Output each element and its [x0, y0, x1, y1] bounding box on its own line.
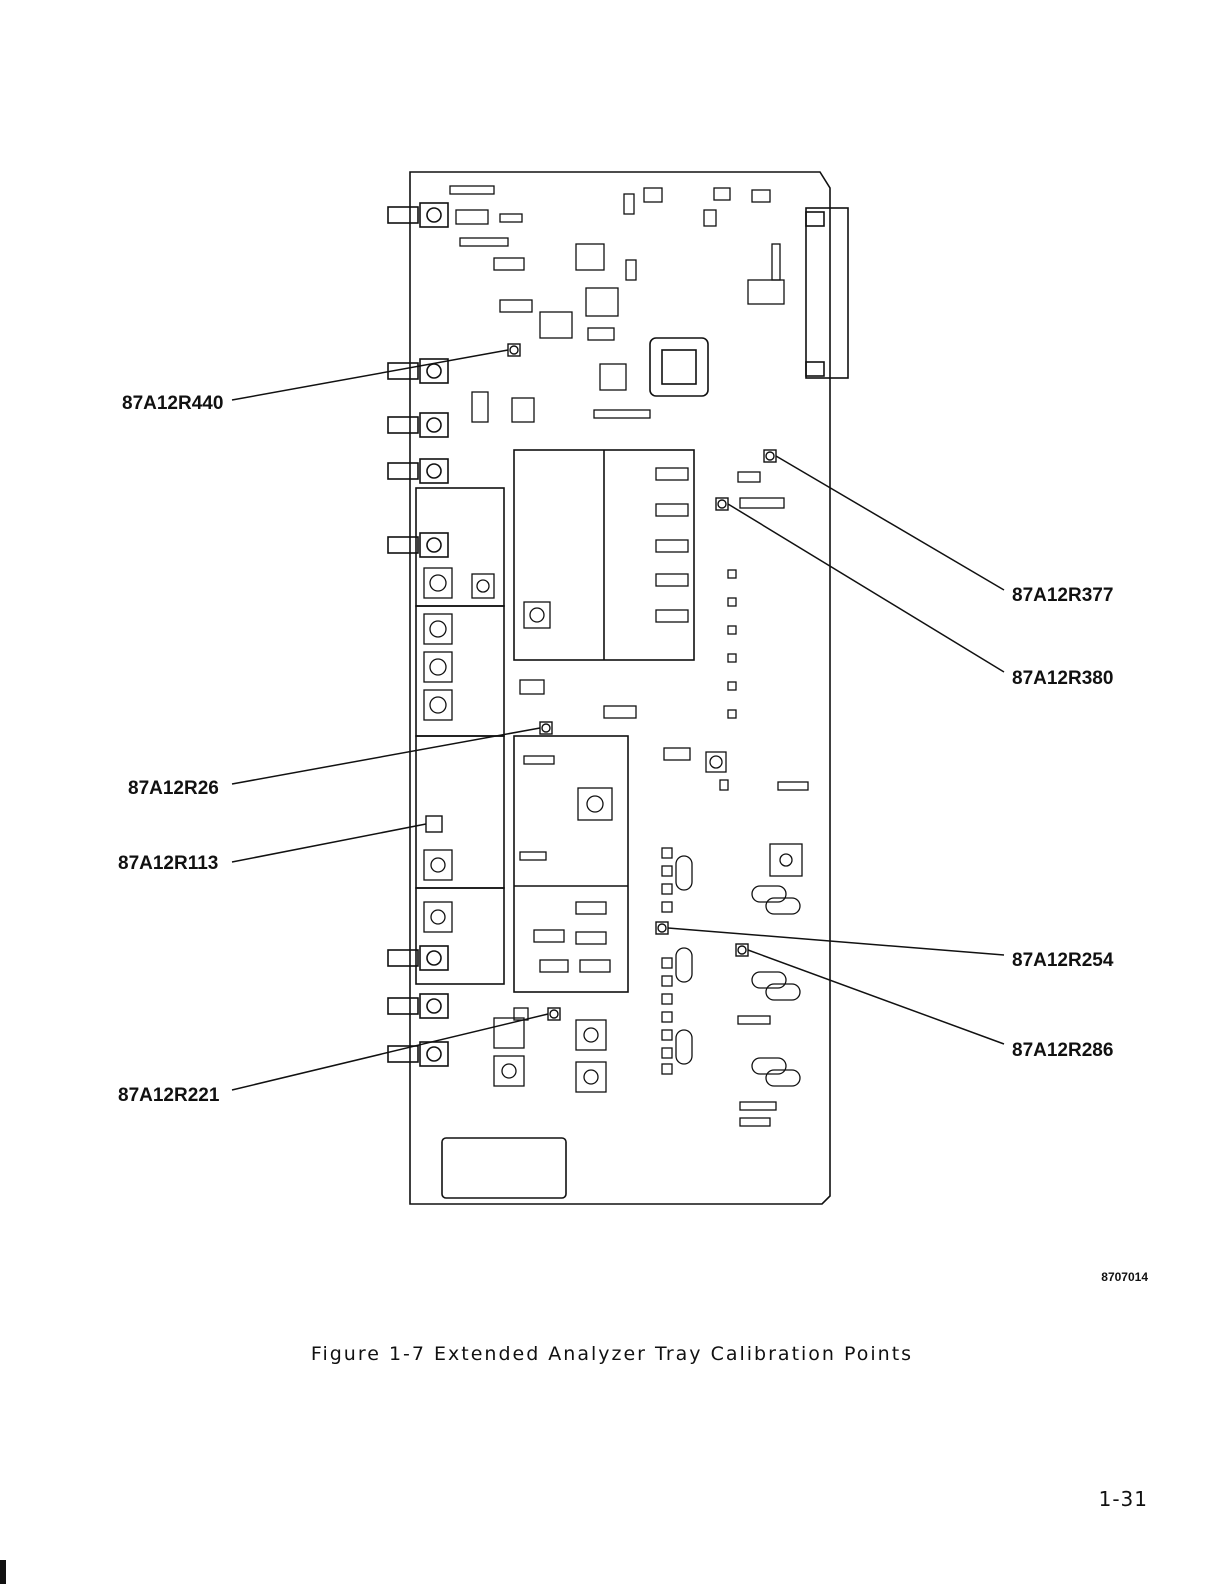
- callout-label-r26: 87A12R26: [128, 778, 219, 800]
- leader-lines: [232, 350, 1004, 1090]
- scan-edge-mark: [0, 1560, 6, 1584]
- callout-label-r440: 87A12R440: [122, 393, 223, 415]
- module-left-upper: [416, 488, 504, 606]
- callout-label-r380: 87A12R380: [1012, 668, 1113, 690]
- module-center-lower: [514, 736, 628, 992]
- edge-connector: [806, 208, 848, 378]
- calibration-points: [426, 344, 776, 1020]
- callout-label-r221: 87A12R221: [118, 1085, 219, 1107]
- page-number: 1-31: [1099, 1487, 1148, 1511]
- callout-label-r254: 87A12R254: [1012, 950, 1113, 972]
- large-ic: [650, 338, 708, 396]
- drawing-code: 8707014: [1101, 1270, 1148, 1284]
- board-outline: [410, 172, 830, 1204]
- components: [424, 186, 808, 1126]
- left-connectors: [388, 203, 448, 1066]
- callout-label-r377: 87A12R377: [1012, 585, 1113, 607]
- label-block: [442, 1138, 566, 1198]
- figure-caption: Figure 1-7 Extended Analyzer Tray Calibr…: [0, 1343, 1224, 1365]
- callout-label-r286: 87A12R286: [1012, 1040, 1113, 1062]
- callout-label-r113: 87A12R113: [118, 853, 218, 875]
